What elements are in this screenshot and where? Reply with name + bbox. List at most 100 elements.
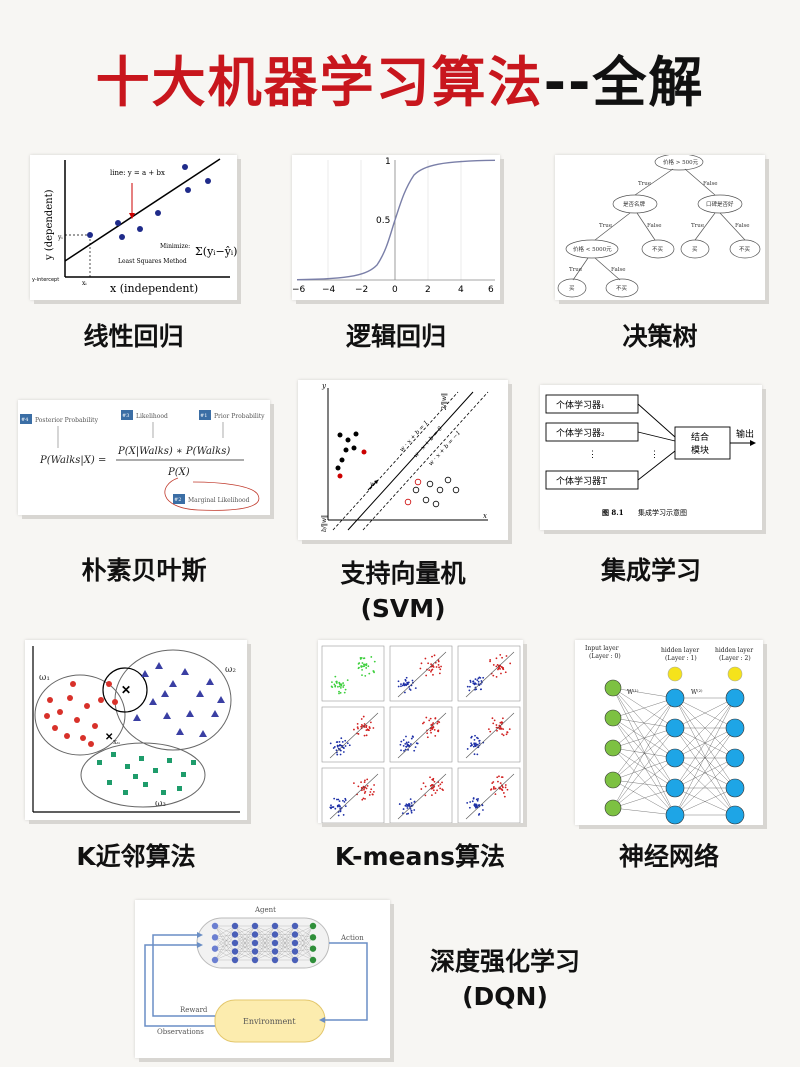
kmeans-point (439, 787, 442, 790)
ensemble-combine-1: 结合 (691, 431, 709, 443)
kmeans-point (468, 689, 471, 692)
nn-edge (612, 727, 676, 781)
decision-tree-card: 价格 > 500元 是否名牌 口碑是否好 价格 < 5000元 不买 买 不买 … (555, 155, 765, 300)
kmeans-point (357, 785, 360, 788)
nn-hidden2: hidden layer (715, 647, 753, 654)
kmeans-point (496, 776, 499, 779)
kmeans-point (410, 811, 413, 814)
kmeans-point (338, 685, 341, 688)
kmeans-point (481, 681, 483, 684)
knn-card: ω₁ ω₂ ω₃ xᵤ ✕ ✕ (25, 640, 247, 820)
kmeans-boundary (329, 773, 379, 820)
svm-bias: b/‖w‖ (321, 515, 328, 532)
kmeans-point (498, 727, 501, 730)
kmeans-point (406, 681, 409, 684)
kmeans-point (438, 666, 440, 669)
kmeans-point (495, 675, 498, 678)
linear-ylabel: y (dependent) (44, 189, 55, 261)
kmeans-point (495, 657, 498, 660)
knn-diagram: ω₁ ω₂ ω₃ xᵤ ✕ ✕ (32, 646, 240, 813)
kmeans-point (499, 782, 502, 785)
dqn-node (211, 956, 219, 964)
dqn-diagram: Agent Action Reward Observations Environ… (144, 906, 368, 1043)
kmeans-point (400, 683, 402, 686)
kmeans-point (339, 683, 342, 686)
kmeans-point (431, 783, 434, 786)
dqn-card: Agent Action Reward Observations Environ… (135, 900, 390, 1058)
dqn-node (291, 956, 299, 964)
nn-node (604, 799, 622, 817)
kmeans-point (473, 753, 476, 756)
nn-w2: W⁽²⁾ (691, 689, 703, 696)
kmeans-point (400, 685, 402, 688)
kmeans-point (422, 782, 425, 785)
kmeans-point (419, 667, 422, 670)
dqn-edge (274, 934, 296, 961)
kmeans-point (479, 688, 482, 691)
kmeans-point (431, 726, 433, 729)
kmeans-point (428, 669, 431, 672)
tree-true-3: True (691, 223, 704, 229)
ensemble-card: 个体学习器₁ 个体学习器₂ 个体学习器T ⋮ ⋮ 结合 模块 输出 图 8.1 … (540, 385, 762, 530)
kmeans-point (371, 793, 374, 796)
kmeans-boundary (465, 712, 515, 759)
kmeans-point (477, 814, 480, 816)
kmeans-point (424, 657, 427, 660)
bayes-numerator: P(X|Walks) ∗ P(Walks) (117, 446, 230, 457)
kmeans-point (466, 802, 469, 804)
kmeans-point (468, 806, 471, 809)
kmeans-point (367, 665, 370, 668)
kmeans-point (335, 680, 338, 683)
kmeans-point (439, 668, 442, 671)
kmeans-panel (389, 645, 453, 702)
kmeans-point (373, 784, 376, 786)
linear-xi: xᵢ (82, 280, 87, 287)
kmeans-point (365, 724, 368, 727)
kmeans-point (368, 672, 371, 675)
nn-edge (612, 697, 676, 719)
nn-edge (612, 717, 676, 816)
kmeans-label: K-means算法 (334, 842, 506, 871)
kmeans-point (414, 746, 417, 749)
kmeans-point (331, 681, 333, 683)
svm-margin: 2/‖w‖ (441, 393, 448, 411)
kmeans-point (494, 787, 497, 790)
logistic-xtick-1: −4 (322, 285, 336, 295)
naive-bayes-label: 朴素贝叶斯 (81, 556, 207, 585)
svm-w: w (370, 481, 376, 488)
dqn-edge (214, 925, 236, 944)
kmeans-panel (457, 645, 521, 702)
kmeans-point (475, 688, 478, 691)
kmeans-point (338, 740, 341, 743)
kmeans-point (342, 814, 345, 816)
nn-edge (674, 697, 736, 816)
kmeans-point (402, 808, 405, 810)
dqn-node (309, 922, 317, 930)
tree-lll: 买 (569, 284, 575, 292)
kmeans-panel (457, 767, 521, 823)
kmeans-point (402, 739, 405, 741)
kmeans-point (330, 807, 332, 810)
ensemble-caption-num: 图 8.1 (602, 508, 624, 517)
kmeans-point (405, 684, 408, 687)
linear-points (87, 164, 211, 240)
kmeans-point (492, 781, 495, 783)
bayes-badge-4: #4 (21, 417, 28, 423)
knn-omega-1: ω₁ (39, 673, 50, 683)
dqn-edge (294, 925, 314, 935)
dqn-edge (294, 925, 314, 944)
kmeans-point (466, 685, 469, 688)
kmeans-point (329, 742, 332, 745)
dqn-network (211, 922, 317, 964)
bayes-badge-3: #3 (122, 413, 129, 419)
kmeans-point (412, 736, 415, 738)
kmeans-point (416, 742, 419, 745)
nn-node (725, 688, 745, 708)
nn-edge (612, 757, 676, 809)
kmeans-point (476, 736, 478, 739)
kmeans-card (318, 640, 523, 823)
kmeans-point (405, 676, 408, 679)
kmeans-point (366, 784, 369, 787)
nn-node (604, 771, 622, 789)
dqn-node (309, 945, 317, 952)
